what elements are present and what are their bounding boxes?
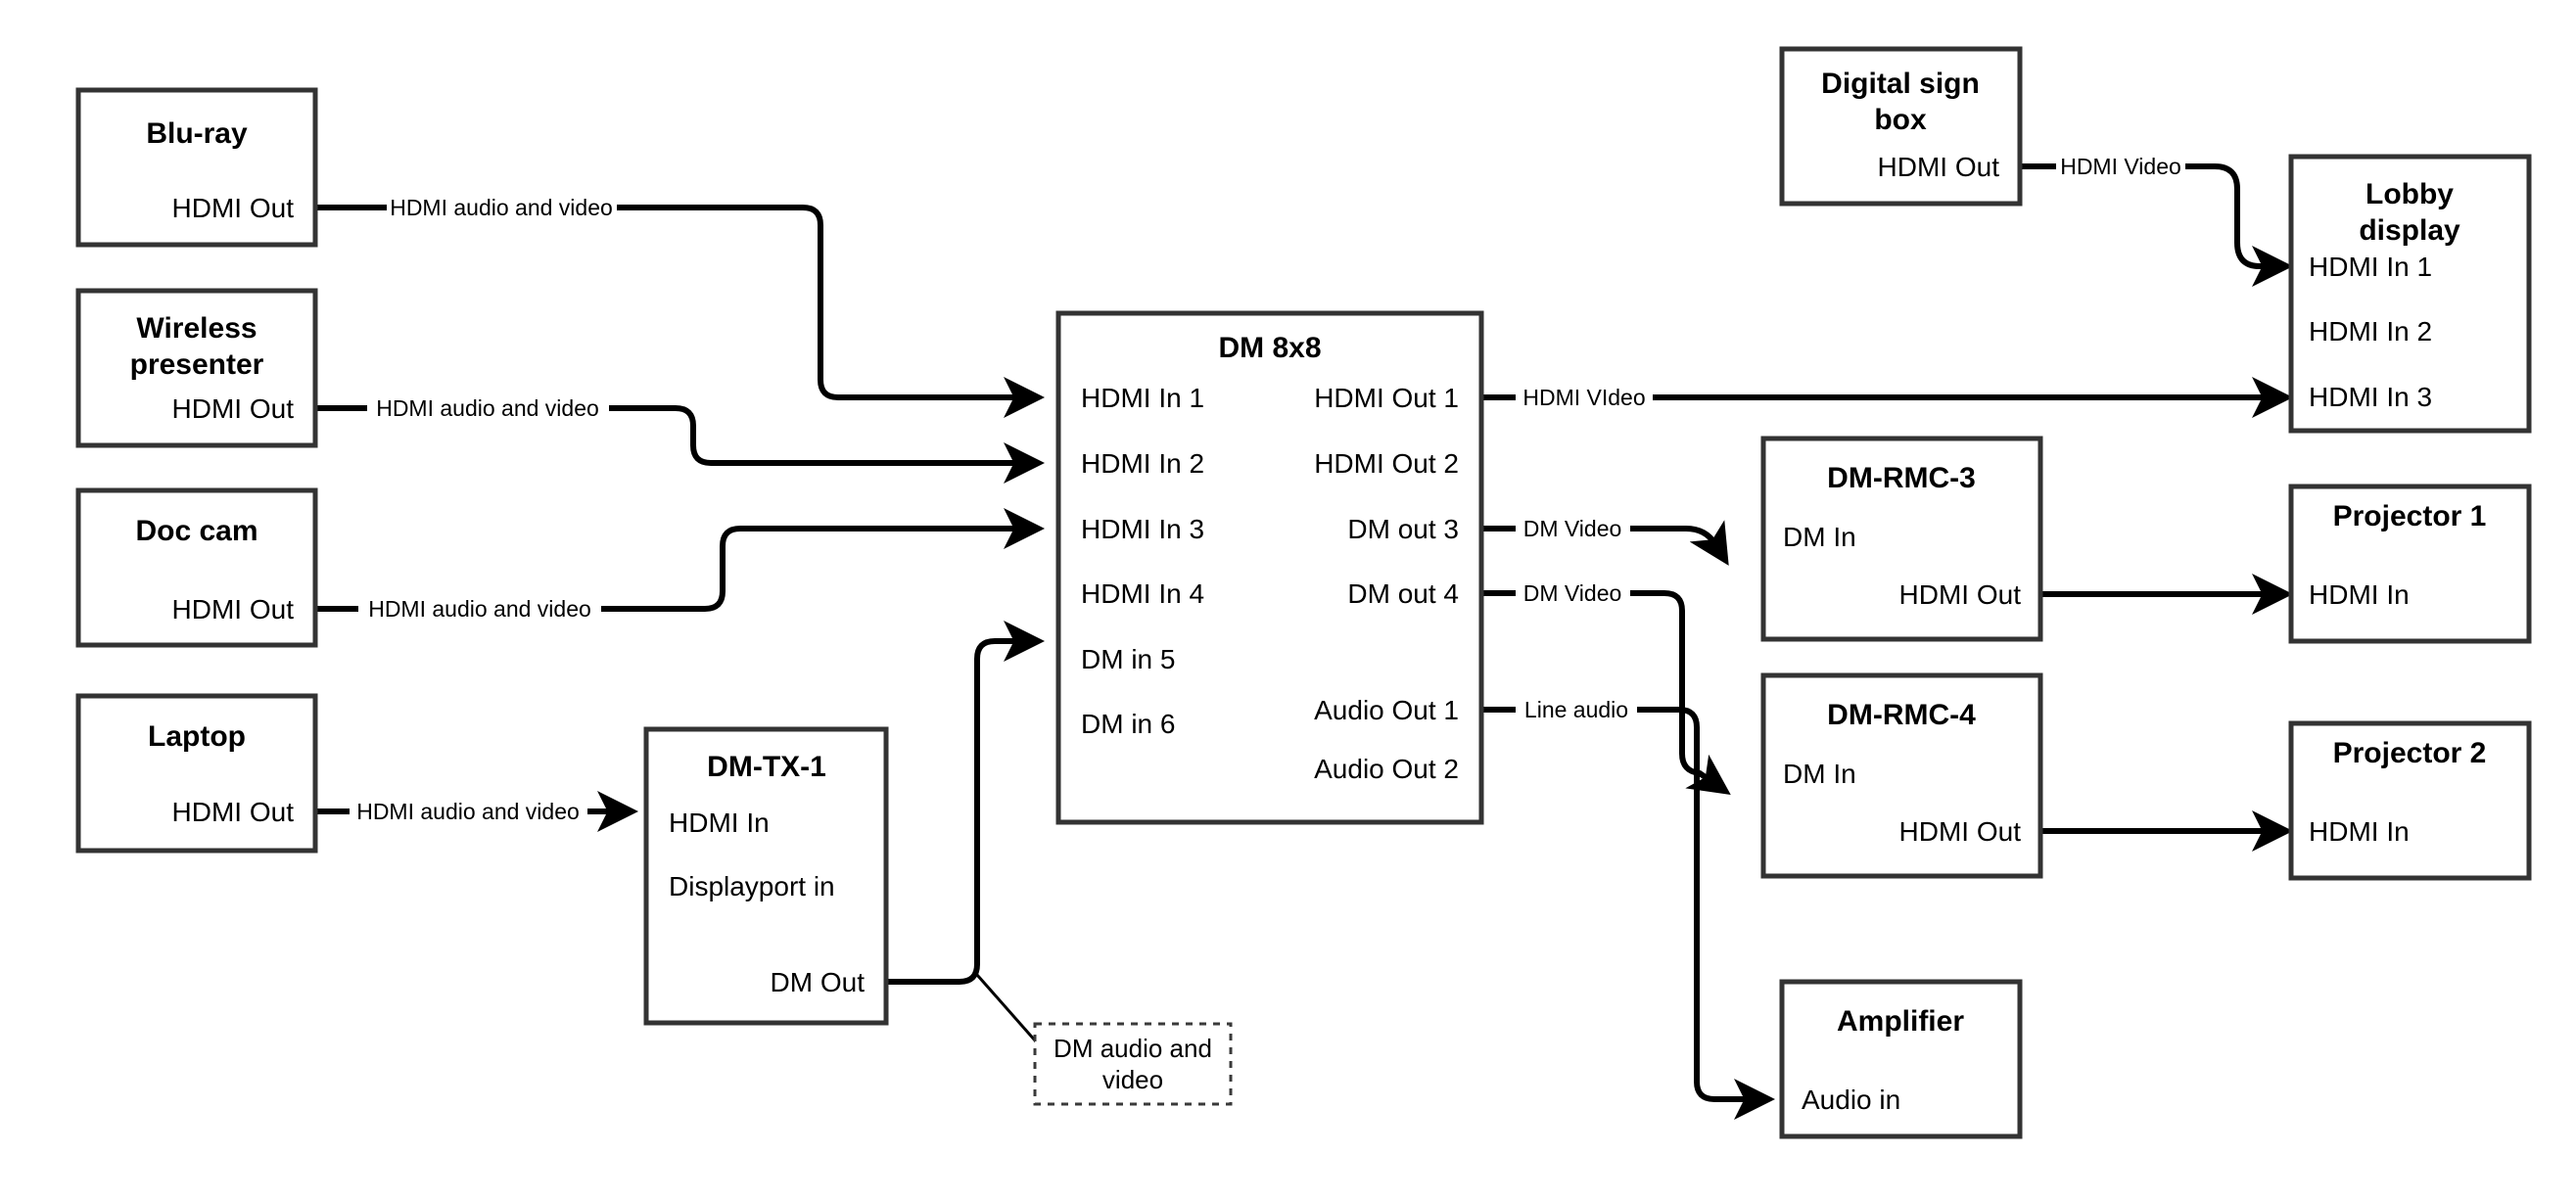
node-dm-8x8[interactable]: DM 8x8 HDMI In 1 HDMI In 2 HDMI In 3 HDM… [1055, 310, 1484, 825]
edge-label-bluray: HDMI audio and video [390, 195, 613, 220]
node-dm-rmc-4[interactable]: DM-RMC-4 DM In HDMI Out [1760, 672, 2043, 879]
node-wireless-presenter[interactable]: Wireless presenter HDMI Out [75, 288, 318, 448]
node-projector-2-port-hdmi-in: HDMI In [2309, 816, 2410, 847]
node-dm-rmc-3[interactable]: DM-RMC-3 DM In HDMI Out [1760, 436, 2043, 642]
node-wireless-presenter-port-hdmi-out: HDMI Out [172, 393, 295, 424]
node-projector-1[interactable]: Projector 1 HDMI In [2288, 484, 2532, 644]
node-projector-1-box[interactable] [2288, 484, 2532, 644]
node-dm-tx-1-port-hdmi-in: HDMI In [669, 808, 770, 838]
node-projector-2[interactable]: Projector 2 HDMI In [2288, 720, 2532, 881]
node-amplifier[interactable]: Amplifier Audio in [1779, 979, 2023, 1139]
node-projector-1-title: Projector 1 [2333, 500, 2487, 532]
node-dm-8x8-output-hdmi-out-1: HDMI Out 1 [1314, 383, 1459, 413]
node-digital-sign-box-box[interactable] [1779, 46, 2023, 207]
node-dm-8x8-output-dm-out-3: DM out 3 [1347, 514, 1459, 544]
node-wireless-presenter-box[interactable] [75, 288, 318, 448]
node-digital-sign-box-port-hdmi-out: HDMI Out [1878, 152, 2000, 182]
node-bluray-title: Blu-ray [146, 117, 248, 150]
node-dm-rmc-4-title: DM-RMC-4 [1827, 699, 1976, 731]
node-dm-tx-1-title: DM-TX-1 [707, 751, 826, 783]
edge-label-line-audio: Line audio [1524, 697, 1628, 722]
edge-label-wireless: HDMI audio and video [376, 395, 599, 421]
node-dm-8x8-input-dm-in-5: DM in 5 [1081, 644, 1175, 674]
node-laptop-title: Laptop [148, 720, 246, 753]
node-dm-rmc-4-port-dm-in: DM In [1783, 759, 1856, 789]
edge-label-dm-video-4: DM Video [1523, 580, 1622, 606]
node-dm-8x8-input-dm-in-6: DM in 6 [1081, 709, 1175, 739]
node-bluray-box[interactable] [75, 87, 318, 248]
wire-wireless-to-dm8x8-in2: HDMI audio and video [315, 395, 1045, 484]
node-doc-cam-port-hdmi-out: HDMI Out [172, 594, 295, 624]
wire-dm8x8-audioout1-to-amp: Line audio [1481, 697, 1775, 1120]
callout-dm-audio-and-video-line1: DM audio and [1054, 1034, 1212, 1063]
node-dm-8x8-input-hdmi-in-3: HDMI In 3 [1081, 514, 1204, 544]
node-laptop[interactable]: Laptop HDMI Out [75, 693, 318, 854]
callout-dm-audio-and-video-line2: video [1102, 1065, 1163, 1094]
node-amplifier-port-audio-in: Audio in [1802, 1085, 1900, 1115]
node-lobby-display[interactable]: Lobby display HDMI In 1 HDMI In 2 HDMI I… [2288, 154, 2532, 434]
wire-signbox-to-lobby-in1: HDMI Video [2020, 154, 2293, 287]
node-dm-tx-1[interactable]: DM-TX-1 HDMI In Displayport in DM Out [643, 726, 889, 1026]
node-dm-rmc-3-port-hdmi-out: HDMI Out [1899, 579, 2022, 610]
edge-label-laptop: HDMI audio and video [356, 799, 580, 824]
node-dm-rmc-3-title: DM-RMC-3 [1827, 462, 1976, 494]
node-dm-tx-1-port-dm-out: DM Out [771, 967, 866, 997]
node-dm-rmc-3-box[interactable] [1760, 436, 2043, 642]
wire-doccam-to-dm8x8-in3: HDMI audio and video [315, 508, 1045, 622]
wire-dmtx1-to-dm8x8-in5 [886, 621, 1045, 1050]
node-dm-tx-1-port-displayport-in: Displayport in [669, 871, 835, 901]
node-dm-8x8-input-hdmi-in-4: HDMI In 4 [1081, 578, 1204, 609]
node-dm-8x8-box[interactable] [1055, 310, 1484, 825]
node-bluray[interactable]: Blu-ray HDMI Out [75, 87, 318, 248]
node-dm-8x8-title: DM 8x8 [1218, 332, 1321, 364]
node-lobby-display-title-line1: Lobby [2365, 178, 2454, 210]
node-bluray-port-hdmi-out: HDMI Out [172, 193, 295, 223]
wire-laptop-to-dmtx1: HDMI audio and video [315, 791, 638, 832]
wire-dm8x8-out3-to-rmc3: DM Video [1481, 516, 1729, 566]
node-dm-tx-1-box[interactable] [643, 726, 889, 1026]
node-dm-rmc-3-port-dm-in: DM In [1783, 522, 1856, 552]
wire-bluray-to-dm8x8-in1: HDMI audio and video [315, 195, 1045, 418]
node-dm-8x8-output-audio-out-2: Audio Out 2 [1314, 754, 1459, 784]
wire-dm8x8-out1-to-lobby-in3: HDMI VIdeo [1481, 377, 2293, 418]
edge-label-hdmi-video-sign: HDMI Video [2060, 154, 2181, 179]
node-projector-1-port-hdmi-in: HDMI In [2309, 579, 2410, 610]
node-laptop-port-hdmi-out: HDMI Out [172, 797, 295, 827]
node-lobby-display-box[interactable] [2288, 154, 2532, 434]
node-doc-cam[interactable]: Doc cam HDMI Out [75, 487, 318, 648]
node-dm-8x8-input-hdmi-in-2: HDMI In 2 [1081, 448, 1204, 479]
node-amplifier-title: Amplifier [1837, 1005, 1964, 1038]
edge-label-doccam: HDMI audio and video [368, 596, 591, 622]
node-digital-sign-box-title-line1: Digital sign [1821, 68, 1980, 100]
edge-label-dm-video-3: DM Video [1523, 516, 1622, 541]
node-lobby-display-port-hdmi-in-3: HDMI In 3 [2309, 382, 2432, 412]
node-wireless-presenter-title-line1: Wireless [136, 312, 257, 345]
node-digital-sign-box-title-line2: box [1874, 104, 1927, 136]
node-projector-2-box[interactable] [2288, 720, 2532, 881]
node-lobby-display-port-hdmi-in-2: HDMI In 2 [2309, 316, 2432, 346]
node-dm-8x8-output-dm-out-4: DM out 4 [1347, 578, 1459, 609]
node-dm-8x8-output-audio-out-1: Audio Out 1 [1314, 695, 1459, 725]
callout-dm-audio-and-video-box [1033, 1022, 1233, 1106]
callout-dm-audio-and-video: DM audio and video [1033, 1022, 1233, 1106]
node-dm-rmc-4-port-hdmi-out: HDMI Out [1899, 816, 2022, 847]
wire-dm8x8-out4-to-rmc4: DM Video [1481, 580, 1731, 795]
node-doc-cam-title: Doc cam [135, 515, 258, 547]
node-lobby-display-title-line2: display [2359, 214, 2460, 247]
node-lobby-display-port-hdmi-in-1: HDMI In 1 [2309, 252, 2432, 282]
edge-label-hdmi-video-out1: HDMI VIdeo [1522, 385, 1645, 410]
node-amplifier-box[interactable] [1779, 979, 2023, 1139]
node-dm-8x8-input-hdmi-in-1: HDMI In 1 [1081, 383, 1204, 413]
node-dm-8x8-output-hdmi-out-2: HDMI Out 2 [1314, 448, 1459, 479]
node-digital-sign-box[interactable]: Digital sign box HDMI Out [1779, 46, 2023, 207]
node-doc-cam-box[interactable] [75, 487, 318, 648]
node-wireless-presenter-title-line2: presenter [130, 348, 264, 381]
node-laptop-box[interactable] [75, 693, 318, 854]
node-dm-rmc-4-box[interactable] [1760, 672, 2043, 879]
node-projector-2-title: Projector 2 [2333, 737, 2487, 769]
